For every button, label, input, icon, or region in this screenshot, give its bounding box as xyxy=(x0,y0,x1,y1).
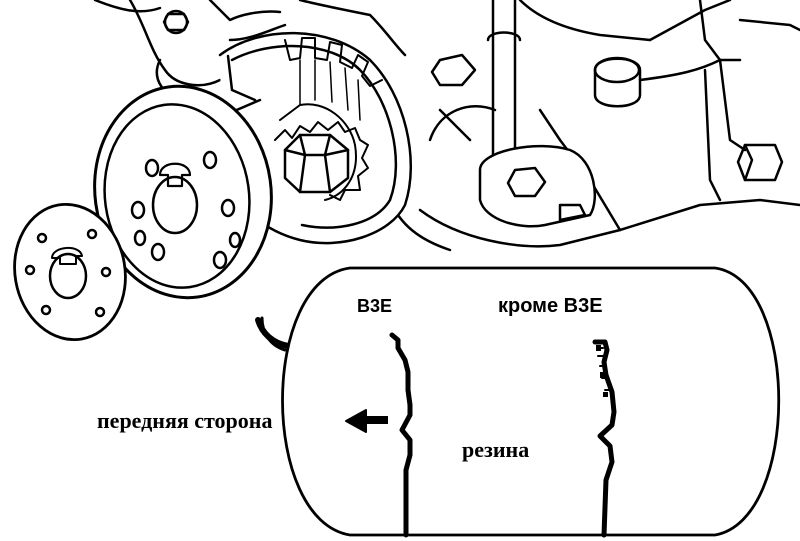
crank-gear xyxy=(274,37,383,201)
section-except-b3e xyxy=(592,339,617,538)
label-front-side: передняя сторона xyxy=(97,408,273,433)
pulley-hole xyxy=(130,200,146,220)
bracket-lower xyxy=(478,144,597,228)
front-arrow-icon xyxy=(345,409,388,433)
plate-hole xyxy=(94,306,106,318)
plate-hole xyxy=(36,232,48,244)
crank-pulley xyxy=(93,84,273,300)
plate-hole xyxy=(24,264,36,276)
label-rubber: резина xyxy=(462,437,530,462)
pulley-hole xyxy=(133,229,147,247)
crank-bolt xyxy=(283,133,350,194)
label-except-b3e: кроме B3E xyxy=(498,295,603,317)
bolt-right xyxy=(736,143,784,182)
pulley-keyway xyxy=(158,162,192,188)
front-plate xyxy=(13,202,127,342)
pulley-hole xyxy=(220,198,236,218)
plate-hole xyxy=(86,228,98,240)
pulley-hole xyxy=(228,231,242,249)
section-b3e xyxy=(389,332,413,538)
pulley-hole xyxy=(212,250,228,270)
label-b3e: B3E xyxy=(357,296,393,316)
pulley-hole xyxy=(150,242,166,262)
bolt-center-top xyxy=(430,53,477,87)
pulley-hole xyxy=(202,150,218,170)
plate-hole xyxy=(100,266,112,278)
pulley-hole xyxy=(144,158,160,178)
plate-hole xyxy=(40,304,52,316)
bolt-top-left xyxy=(162,9,190,35)
engine-block xyxy=(93,0,800,252)
boss-right xyxy=(593,56,642,108)
